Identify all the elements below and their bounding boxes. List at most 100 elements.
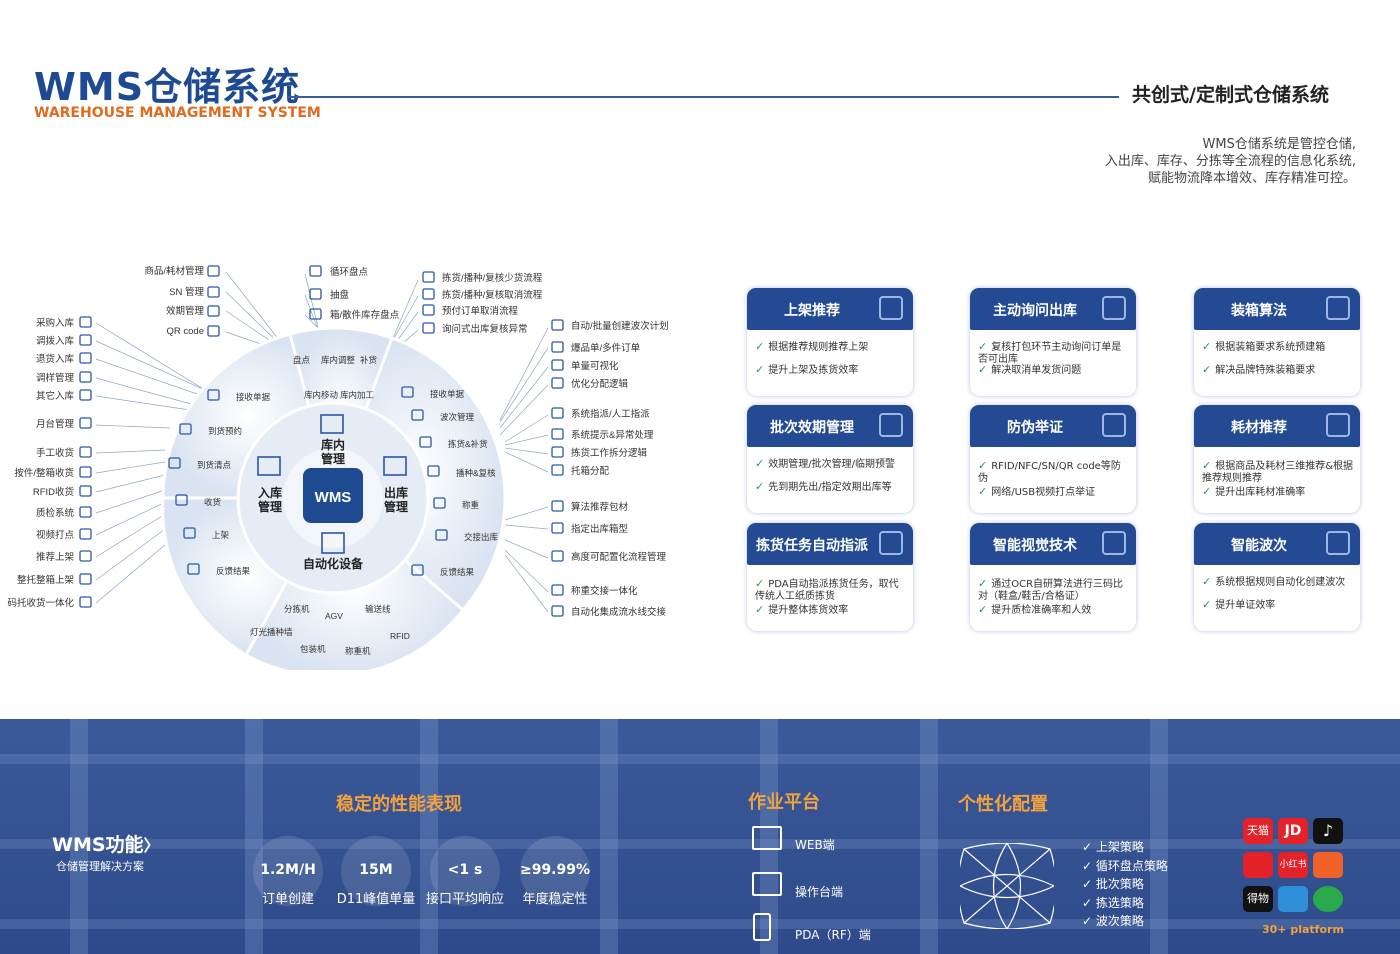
- right-list-label: 称重交接一体化: [571, 585, 638, 597]
- outbound-ring-label: 播种&复核: [456, 468, 496, 478]
- right-list-icon: [551, 464, 564, 476]
- card-item-text: 解决品牌特殊装箱要求: [1215, 365, 1316, 376]
- warehouse-stock-icon: [320, 414, 344, 434]
- automation-ring-label: 灯光播种墙: [250, 627, 293, 637]
- xiaohongshu-logo: 小红书: [1278, 852, 1308, 878]
- right-list-label: 拣货/播种/复核取消流程: [442, 289, 543, 301]
- qrcode-icon: [1326, 531, 1350, 555]
- strategy-item: ✓ 循环盘点策略: [1082, 858, 1168, 873]
- inbound-ring-icon: [207, 389, 220, 401]
- check-icon: ✓: [755, 363, 765, 376]
- left-list-label: 效期管理: [166, 305, 205, 317]
- right-list-icon: [551, 341, 564, 353]
- left-list-label: QR code: [167, 326, 205, 337]
- metric-label: 年度稳定性: [522, 892, 588, 907]
- platform-count: 30+ platform: [1262, 923, 1344, 936]
- card-item-text: 提升上架及拣货效率: [768, 365, 859, 376]
- rack-pillar: [420, 719, 438, 954]
- metric-value: ≥99.99%: [519, 862, 591, 878]
- left-list-label: 其它入库: [36, 390, 75, 402]
- check-icon: ✓: [755, 603, 765, 616]
- automation-ring-label: AGV: [325, 611, 343, 621]
- workstation-icon: [752, 872, 782, 896]
- inbound-label-2: 管理: [258, 499, 282, 514]
- check-icon: ✓: [1202, 598, 1212, 611]
- config-title: 个性化配置: [958, 794, 1048, 815]
- warehouse-out-icon: [383, 456, 407, 476]
- strategy-label: 上架策略: [1095, 840, 1144, 854]
- wms-center-label: WMS: [315, 489, 352, 506]
- right-list-label: 自动化集成流水线交接: [571, 606, 667, 618]
- card-item: ✓系统根据规则自动化创建波次: [1202, 576, 1354, 589]
- feature-card: 耗材推荐✓根据商品及耗材三维推荐&根据推荐规则推荐✓提升出库耗材准确率: [1194, 405, 1360, 513]
- automation-ring-label: 分拣机: [284, 604, 310, 614]
- left-list-label: 码托收货一体化: [7, 597, 74, 609]
- outbound-ring-icon: [433, 497, 446, 509]
- right-list-icon: [422, 271, 435, 283]
- stock-label-2: 管理: [321, 451, 345, 466]
- feature-subtitle: 仓储管理解决方案: [56, 860, 144, 873]
- card-header: 拣货任务自动指派: [747, 523, 913, 565]
- list-item-icon: [79, 596, 92, 608]
- right-list-icon: [422, 304, 435, 316]
- stock-item-icon: [309, 265, 322, 277]
- right-list-icon: [551, 428, 564, 440]
- list-item-icon: [79, 334, 92, 346]
- atom-icon: [879, 413, 903, 437]
- cloud-network-icon: [1102, 296, 1126, 320]
- inbound-ring-label: 反馈结果: [216, 566, 251, 576]
- card-item: ✓根据商品及耗材三维推荐&根据推荐规则推荐: [1202, 460, 1354, 485]
- rack-pillar: [245, 719, 263, 954]
- list-item-icon: [79, 389, 92, 401]
- card-item: ✓网络/USB视频打点举证: [978, 486, 1130, 499]
- card-header: 主动询问出库: [970, 288, 1136, 330]
- outbound-ring-label: 反馈结果: [440, 567, 475, 577]
- card-item: ✓提升出库耗材准确率: [1202, 486, 1354, 499]
- feature-card: 主动询问出库✓复核打包环节主动询问订单是否可出库✓解决取消单发货问题: [970, 288, 1136, 396]
- inbound-ring-label: 到货清点: [197, 460, 232, 470]
- feature-card: 智能视觉技术✓通过OCR自研算法进行三码比对（鞋盒/鞋舌/合格证）✓提升质检准确…: [970, 523, 1136, 631]
- card-item: ✓复核打包环节主动询问订单是否可出库: [978, 341, 1130, 366]
- metric-value: 15M: [359, 862, 393, 878]
- card-item-text: 效期管理/批次管理/临期预警: [768, 459, 895, 470]
- card-item: ✓通过OCR自研算法进行三码比对（鞋盒/鞋舌/合格证）: [978, 578, 1130, 603]
- metric-label: 接口平均响应: [425, 892, 504, 907]
- check-icon: ✓: [978, 363, 988, 376]
- outbound-ring-label: 接收单据: [430, 389, 465, 399]
- platform-console: 操作台端: [795, 885, 844, 899]
- check-icon: ✓: [1202, 459, 1212, 472]
- check-icon: ✓: [1202, 575, 1212, 588]
- rack-pillar: [600, 719, 618, 954]
- card-item: ✓PDA自动指派拣货任务，取代传统人工纸质拣货: [755, 578, 907, 603]
- inbound-ring-icon: [187, 563, 200, 575]
- wms-center: [303, 468, 363, 523]
- chevron-right-icon[interactable]: 〉: [143, 836, 160, 855]
- jd-logo: JD: [1278, 818, 1308, 844]
- card-title: 拣货任务自动指派: [756, 538, 868, 554]
- check-icon: ✓: [1202, 363, 1212, 376]
- right-list-icon: [422, 288, 435, 300]
- document-icon: [1102, 531, 1126, 555]
- strategy-label: 批次策略: [1095, 877, 1144, 891]
- list-item-icon: [79, 573, 92, 585]
- bag-icon: [879, 296, 903, 320]
- card-item-text: 根据推荐规则推荐上架: [768, 342, 869, 353]
- right-list-icon: [551, 605, 564, 617]
- right-list-label: 高度可配置化流程管理: [571, 551, 667, 563]
- stock-ring-label: 补货: [360, 355, 378, 365]
- stock-outer-label: 循环盘点: [330, 266, 369, 278]
- right-list-icon: [422, 322, 435, 334]
- card-title: 防伪举证: [1007, 420, 1063, 436]
- right-list-icon: [551, 377, 564, 389]
- card-item-text: 提升出库耗材准确率: [1215, 487, 1306, 498]
- inbound-label-1: 入库: [258, 485, 282, 500]
- card-header: 智能波次: [1194, 523, 1360, 565]
- right-list-label: 自动/批量创建波次计划: [571, 320, 669, 332]
- connector-lines: [95, 271, 549, 613]
- outbound-ring-icon: [427, 465, 440, 477]
- feature-card: 拣货任务自动指派✓PDA自动指派拣货任务，取代传统人工纸质拣货✓提升整体拣货效率: [747, 523, 913, 631]
- metric-label: 订单创建: [261, 892, 314, 907]
- wms-function-diagram: WMS 入库 管理 库内 管理 出库 管理 自动化设备 接收单据到货预约到货清点…: [7, 265, 669, 670]
- rack-beam: [0, 839, 1400, 849]
